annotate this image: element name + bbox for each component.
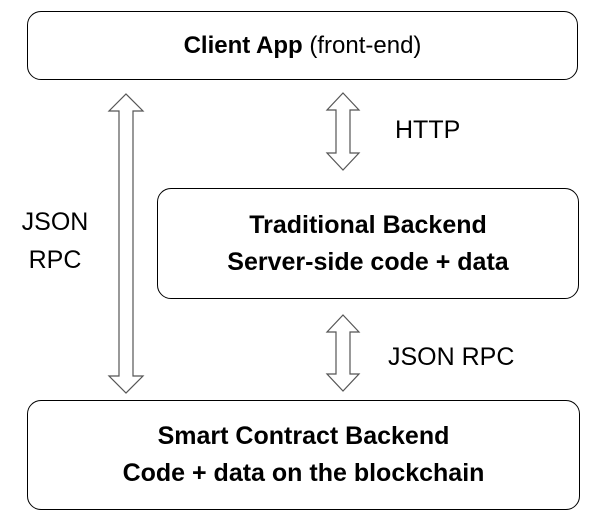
smart-contract-backend-subtitle: Code + data on the blockchain — [122, 459, 485, 487]
client-app-title: Client App (front-end) — [184, 32, 422, 60]
traditional-backend-box: Traditional Backend Server-side code + d… — [157, 188, 579, 299]
json-rpc-label-left-line2: RPC — [28, 246, 82, 274]
http-label: HTTP — [395, 116, 461, 144]
json-rpc-label-left: JSON RPC — [10, 203, 100, 279]
client-app-box: Client App (front-end) — [27, 11, 578, 80]
client-app-name: Client App — [183, 31, 303, 59]
traditional-backend-title: Traditional Backend — [249, 210, 487, 239]
smart-contract-backend-title: Smart Contract Backend — [157, 422, 450, 450]
client-app-qualifier: (front-end) — [309, 31, 422, 59]
json-rpc-label-right: JSON RPC — [388, 343, 515, 371]
client-backend-double-arrow — [325, 92, 361, 171]
smart-contract-backend-box: Smart Contract Backend Code + data on th… — [27, 400, 580, 510]
traditional-backend-subtitle: Server-side code + data — [227, 247, 509, 276]
client-contract-double-arrow — [107, 93, 145, 394]
backend-contract-double-arrow — [325, 314, 361, 392]
json-rpc-label-left-line1: JSON — [21, 208, 89, 236]
